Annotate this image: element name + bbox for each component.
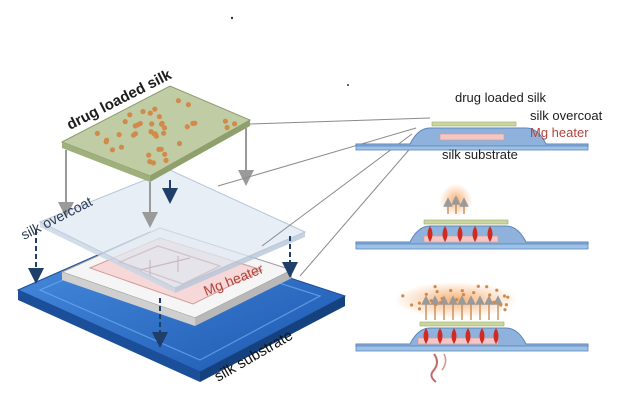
cs-label-silk-overcoat: silk overcoat (530, 108, 603, 123)
drug-particle (148, 129, 154, 135)
released-drug-particle (503, 308, 507, 312)
released-drug-particle (460, 289, 464, 293)
cross-section-1: drug loaded silk silk overcoat Mg heater… (355, 90, 603, 162)
drug-particles (94, 98, 238, 166)
drug-particle (232, 121, 238, 127)
drug-particle (185, 102, 191, 108)
drug-particle (104, 137, 110, 143)
released-drug-particle (429, 299, 433, 303)
drug-particle (159, 120, 165, 126)
heat-dissipation (430, 353, 447, 383)
heat-flames-3 (423, 328, 499, 344)
released-drug-particle (435, 290, 439, 294)
heat-flame (427, 226, 433, 242)
released-drug-particle (417, 301, 421, 305)
released-drug-particle (424, 292, 428, 296)
cs-label-mg-heater: Mg heater (530, 125, 589, 140)
drug-particle (184, 124, 190, 130)
heat-flames-2 (427, 226, 493, 242)
released-drug-particle (410, 303, 414, 307)
released-drug-particle (461, 293, 466, 297)
heat-flame (479, 328, 485, 344)
drug-particle (122, 119, 128, 125)
released-drug-particle (440, 297, 444, 301)
drug-release-arrows (401, 284, 510, 320)
drug-particle (161, 125, 168, 131)
heat-flame (451, 328, 457, 344)
heat-flame (442, 226, 448, 242)
drug-particle (146, 152, 152, 158)
drug-particle (127, 112, 133, 118)
exploded-view: drug loaded silk silk overcoat Mg heater… (16, 66, 347, 385)
speck (230, 16, 234, 20)
released-drug-particle (476, 284, 480, 288)
connector-lines (217, 117, 431, 277)
drug-particle (140, 108, 146, 115)
heat-flame (493, 328, 499, 344)
released-drug-particle (504, 303, 508, 307)
drug-particle (222, 118, 228, 124)
drug-particle (175, 98, 181, 104)
drug-particle (94, 130, 100, 136)
released-drug-particle (485, 285, 489, 289)
heat-flame (457, 226, 463, 242)
released-drug-particle (417, 307, 422, 311)
released-drug-particle (439, 300, 443, 305)
overcoat-layer (38, 169, 307, 293)
released-drug-particle (433, 303, 438, 307)
released-drug-particle (449, 288, 453, 293)
released-drug-particle (492, 300, 496, 304)
drug-silk-layer (60, 85, 252, 182)
released-drug-particle (495, 288, 499, 292)
heat-flame (487, 226, 493, 242)
cs-label-silk-substrate: silk substrate (442, 147, 518, 162)
drug-particle (147, 110, 153, 116)
drug-particle (224, 124, 230, 131)
speck (347, 84, 349, 86)
drug-particle (118, 144, 125, 150)
heat-flame (472, 226, 478, 242)
released-drug-particle (499, 303, 503, 307)
drug-particle (163, 157, 169, 163)
drug-particle (190, 120, 196, 126)
cross-section-3 (355, 282, 589, 383)
drug-particle (150, 160, 156, 166)
released-drug-particle (401, 294, 405, 298)
drug-particle (135, 122, 141, 128)
drug-particle (116, 132, 122, 138)
drug-particle (149, 121, 155, 127)
heat-flame (465, 328, 471, 344)
heat-flame (423, 328, 429, 344)
projection-arrows (28, 128, 298, 348)
drug-particle (176, 140, 183, 147)
released-drug-particle (455, 298, 459, 302)
released-drug-particle (506, 295, 510, 299)
drug-particle (161, 130, 167, 136)
released-drug-particle (488, 293, 492, 297)
drug-particle (109, 147, 116, 153)
cross-section-2 (355, 184, 589, 250)
drug-particle (130, 132, 137, 138)
drug-particle (162, 151, 168, 157)
released-drug-particle (502, 294, 507, 298)
released-drug-particle (472, 291, 476, 295)
drug-particle (156, 146, 162, 152)
cs-label-drug-loaded-silk: drug loaded silk (455, 90, 547, 105)
released-drug-particle (433, 285, 437, 289)
drug-particle (152, 106, 158, 112)
drug-particle (156, 114, 162, 120)
heat-flame (437, 328, 443, 344)
